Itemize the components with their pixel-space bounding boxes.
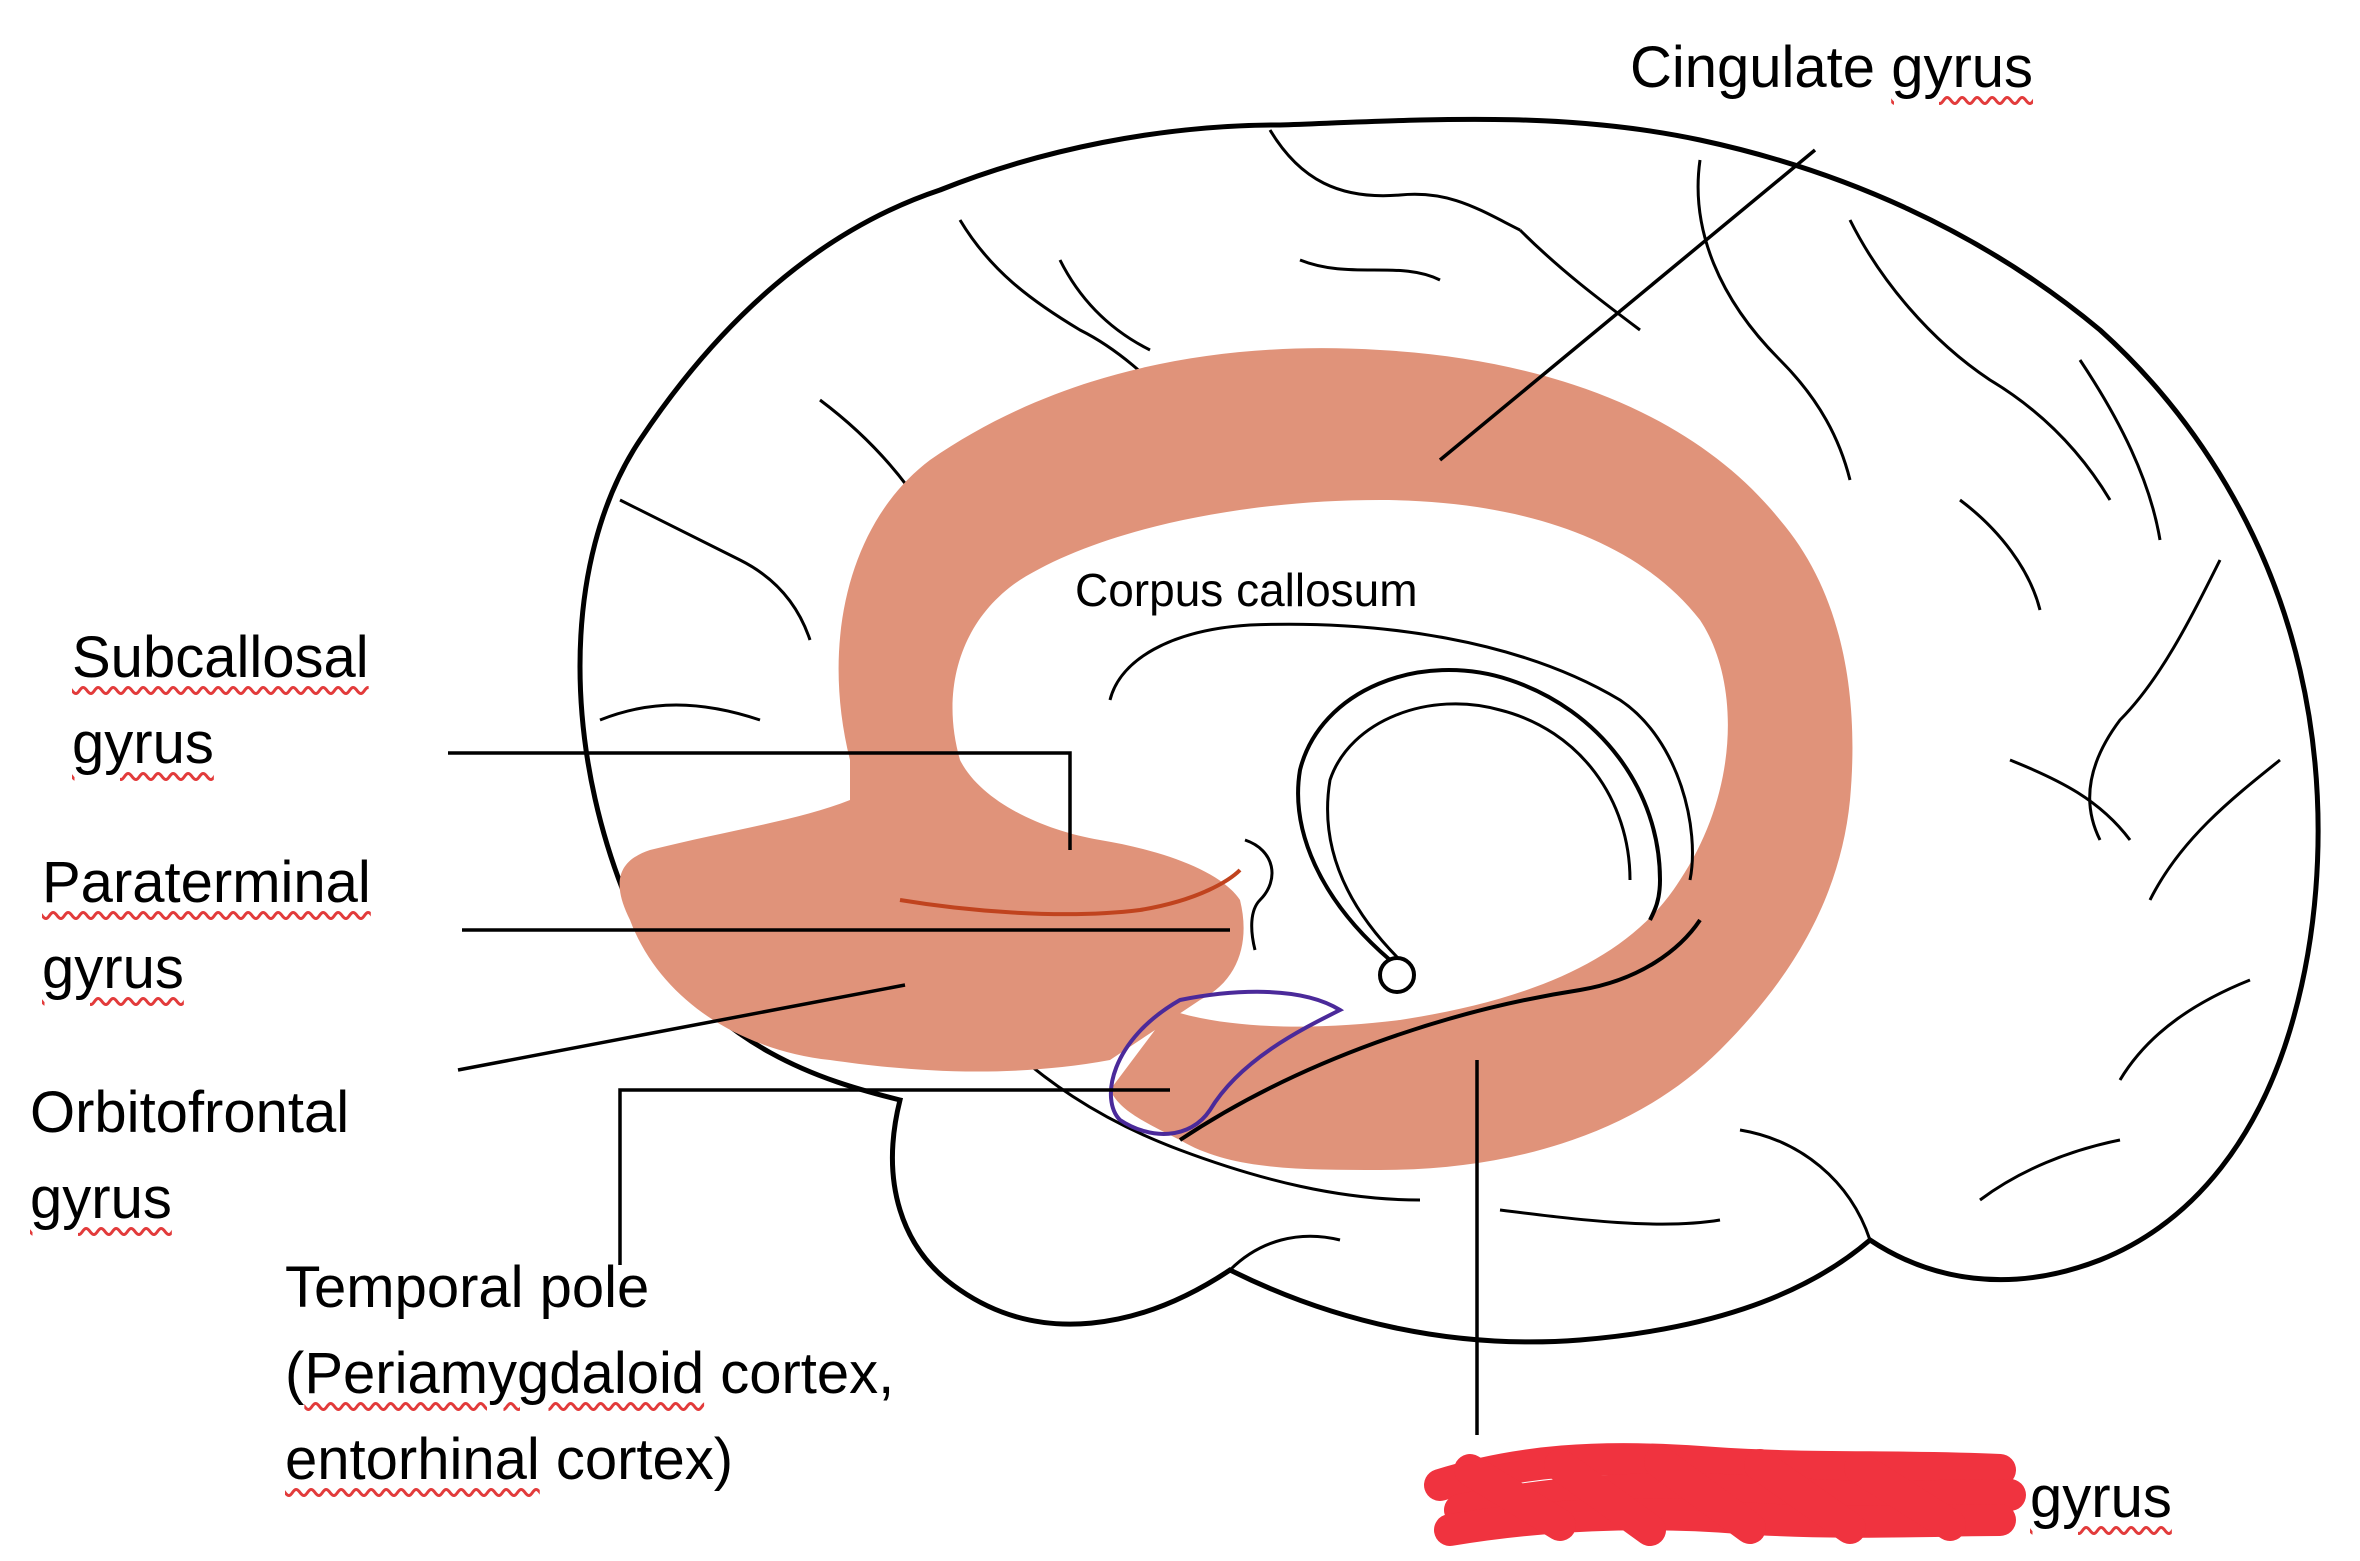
orbitofrontal-fold <box>899 868 1242 917</box>
periamygdaloid-word: Periamygdaloid <box>304 1341 705 1406</box>
cingulate-gyrus-region <box>619 348 1853 1170</box>
gyrus-word: gyrus <box>1891 35 2034 100</box>
paraterminal-line1: Paraterminal <box>42 850 371 915</box>
redaction-scribble <box>1424 1443 2026 1546</box>
parahippocampal-fold <box>1178 918 1702 1142</box>
leader-cingulate <box>1438 148 1817 462</box>
temporal-pole-line1: Temporal pole <box>285 1255 650 1320</box>
temporal-pole-line2: (Periamygdaloid cortex, <box>285 1341 895 1406</box>
uncus-outline <box>1108 989 1345 1136</box>
leader-orbitofrontal <box>457 983 906 1072</box>
label-parahippocampal-gyrus: gyrus <box>2030 1455 2172 1541</box>
leader-temporal-pole <box>618 1088 1170 1265</box>
mammillary-body <box>1378 956 1416 994</box>
leader-lines <box>448 148 1817 1435</box>
anterior-commissure <box>1244 838 1274 951</box>
subcallosal-line2: gyrus <box>72 711 214 776</box>
label-paraterminal-gyrus: Paraterminal gyrus <box>42 840 371 1012</box>
label-cingulate-gyrus: Cingulate gyrus <box>1630 25 2033 111</box>
label-orbitofrontal-gyrus: Orbitofrontal gyrus <box>30 1070 349 1242</box>
orbitofrontal-line2: gyrus <box>30 1166 172 1231</box>
parahippocampal-gyrus-word: gyrus <box>2030 1465 2172 1530</box>
orbitofrontal-line1: Orbitofrontal <box>30 1080 350 1145</box>
label-subcallosal-gyrus: Subcallosal gyrus <box>72 615 369 787</box>
temporal-pole-line3: entorhinal cortex) <box>285 1427 734 1492</box>
entorhinal-word: entorhinal <box>285 1427 540 1492</box>
label-corpus-callosum: Corpus callosum <box>1075 562 1418 618</box>
cingulate-word: Cingulate <box>1630 35 1876 100</box>
subcallosal-line1: Subcallosal <box>72 625 369 690</box>
paraterminal-line2: gyrus <box>42 936 184 1001</box>
fornix-outline <box>1296 668 1663 962</box>
fornix-inner <box>1326 702 1632 962</box>
corpus-callosum-text: Corpus callosum <box>1075 564 1418 616</box>
corpus-callosum-outline <box>1108 622 1694 881</box>
leader-subcallosal <box>448 751 1072 850</box>
label-temporal-pole: Temporal pole (Periamygdaloid cortex, en… <box>285 1245 894 1503</box>
